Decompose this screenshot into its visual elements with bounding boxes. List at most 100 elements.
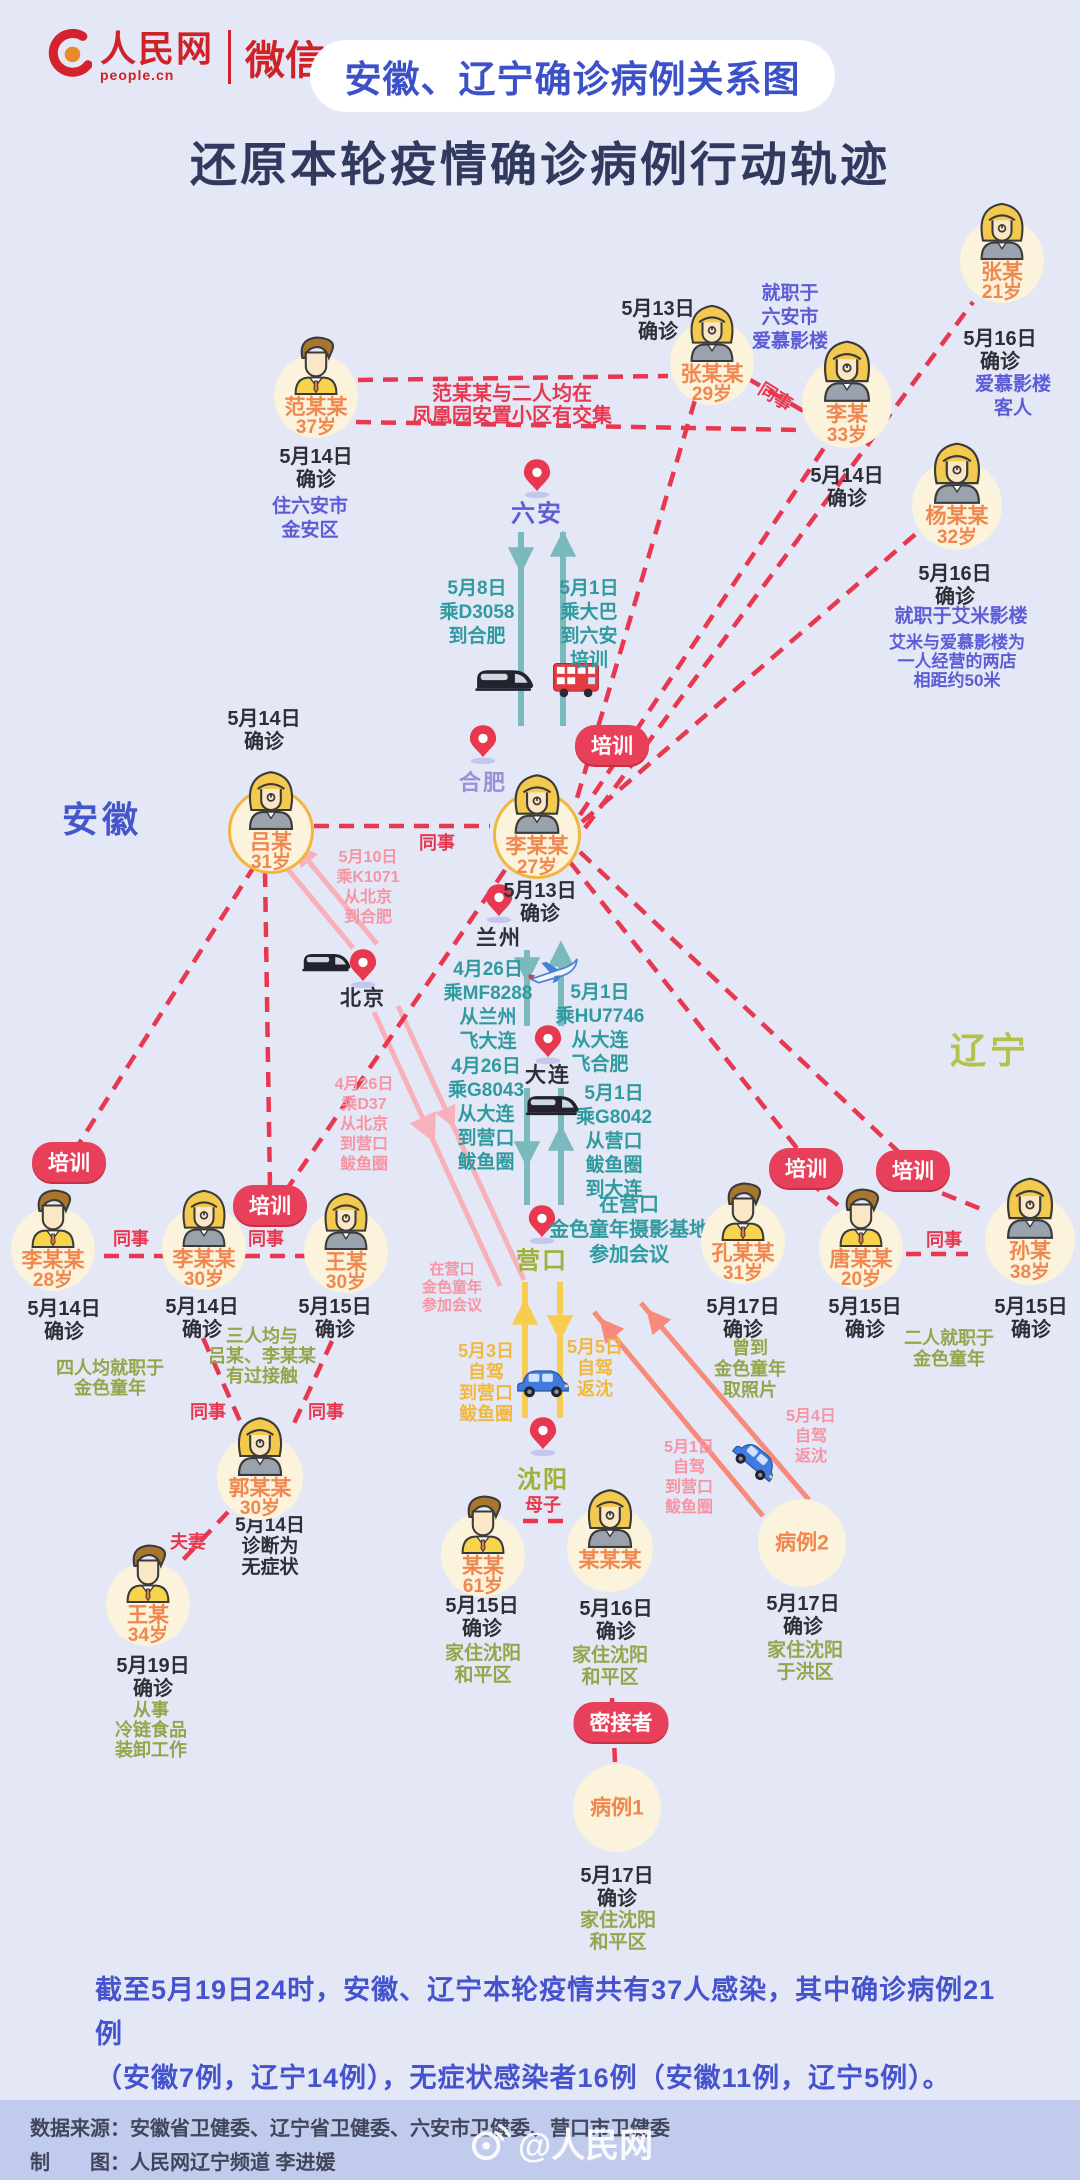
training-badge: 培训 bbox=[769, 1148, 843, 1188]
person-age: 27岁 bbox=[516, 856, 558, 878]
person-name: 郭某某 bbox=[228, 1476, 292, 1500]
logo-cn: 人民网 bbox=[100, 28, 215, 69]
avatar-male-icon bbox=[19, 1181, 87, 1249]
avatar-male-icon bbox=[827, 1180, 895, 1248]
person-name: 唐某某 bbox=[829, 1247, 893, 1271]
avatar-female-icon bbox=[575, 1479, 645, 1549]
note-moumoumou: 家住沈阳和平区 bbox=[571, 1645, 649, 1688]
route-drive0501: 5月1日自驾到营口鲅鱼圈 bbox=[664, 1439, 714, 1516]
date-yang32: 5月16日确诊 bbox=[918, 563, 992, 608]
person-name: 杨某某 bbox=[925, 504, 989, 528]
note-zhang29: 就职于六安市爱慕影楼 bbox=[751, 283, 829, 352]
person-age: 31岁 bbox=[250, 852, 292, 874]
person-name: 李某某 bbox=[21, 1248, 85, 1272]
relationship-label: 同事 bbox=[926, 1230, 962, 1250]
person-age: 29岁 bbox=[691, 383, 733, 405]
date-zhang29: 5月13日确诊 bbox=[621, 298, 695, 343]
avatar-female-icon bbox=[225, 1407, 295, 1477]
note-goldchild4: 四人均就职于金色童年 bbox=[56, 1358, 164, 1398]
city-label: 合肥 bbox=[458, 770, 508, 795]
date-li28: 5月14日确诊 bbox=[27, 1298, 101, 1343]
people-cn-logo-mark bbox=[48, 28, 92, 77]
note-fan: 住六安市金安区 bbox=[271, 496, 349, 541]
date-li27: 5月13日确诊 bbox=[503, 880, 577, 925]
note-yang32a: 就职于艾米影楼 bbox=[894, 606, 1028, 627]
person-name: 李某 bbox=[826, 402, 868, 426]
region-label: 辽宁 bbox=[949, 1030, 1031, 1071]
person-circle bbox=[758, 1499, 846, 1587]
avatar-female-icon bbox=[921, 432, 994, 505]
relationship-label: 同事 bbox=[113, 1229, 149, 1249]
note-yang32b: 艾米与爱慕影楼为一人经营的两店相距约50米 bbox=[889, 633, 1025, 690]
training-badge: 培训 bbox=[575, 725, 649, 765]
region-label: 安徽 bbox=[61, 799, 143, 840]
avatar-male-icon bbox=[449, 1487, 517, 1555]
avatar-female-icon bbox=[994, 1167, 1067, 1240]
city-label: 兰州 bbox=[476, 927, 522, 950]
training-badge: 培训 bbox=[876, 1150, 950, 1190]
person-name: 王某 bbox=[325, 1250, 367, 1274]
person-name: 病例1 bbox=[590, 1796, 644, 1820]
watermark-text: @人民网 bbox=[518, 2127, 654, 2165]
note-yingkou-meeting: 在营口金色童年摄影基地参加会议 bbox=[549, 1194, 709, 1266]
date-li33: 5月14日确诊 bbox=[810, 465, 884, 510]
footer-credit: 制 图：人民网辽宁频道 李进媛 bbox=[30, 2152, 336, 2174]
person-age: 30岁 bbox=[325, 1271, 367, 1293]
logo-en: people.cn bbox=[100, 67, 175, 83]
person-name: 张某 bbox=[981, 260, 1023, 284]
person-age: 31岁 bbox=[722, 1262, 764, 1284]
note-kong31: 曾到金色童年取照片 bbox=[714, 1338, 786, 1400]
logo-divider bbox=[228, 30, 232, 84]
person-circle bbox=[573, 1764, 661, 1852]
avatar-male-icon bbox=[114, 1536, 182, 1604]
date-wang34: 5月19日确诊 bbox=[116, 1655, 190, 1700]
person-name: 李某某 bbox=[172, 1247, 236, 1271]
date-mou61: 5月15日确诊 bbox=[445, 1595, 519, 1640]
avatar-female-icon bbox=[236, 761, 306, 831]
person-age: 20岁 bbox=[840, 1268, 882, 1290]
date-zhang21: 5月16日确诊 bbox=[963, 328, 1037, 373]
city-label: 北京 bbox=[340, 987, 386, 1010]
relationship-label: 同事 bbox=[419, 833, 455, 853]
relationship-label: 夫妻 bbox=[170, 1532, 206, 1552]
date-li30: 5月14日确诊 bbox=[165, 1296, 239, 1341]
note-case2: 家住沈阳于洪区 bbox=[766, 1640, 844, 1683]
person-node-case-1: 病例1 bbox=[573, 1764, 661, 1852]
person-age: 34岁 bbox=[127, 1624, 169, 1646]
person-age: 33岁 bbox=[826, 425, 868, 447]
avatar-female-icon bbox=[811, 330, 884, 403]
page-title: 还原本轮疫情确诊病例行动轨迹 bbox=[190, 138, 890, 191]
summary-line-2: （安徽7例，辽宁14例），无症状感染者16例（安徽11例，辽宁5例）。 bbox=[95, 2063, 951, 2093]
people-cn-logo-text: 人民网 people.cn bbox=[100, 28, 215, 84]
avatar-female-icon bbox=[312, 1183, 380, 1251]
note-yingkou-meeting2: 在营口金色童年参加会议 bbox=[421, 1261, 483, 1314]
person-age: 30岁 bbox=[183, 1268, 225, 1290]
person-age: 30岁 bbox=[239, 1498, 281, 1520]
person-age: 61岁 bbox=[462, 1575, 504, 1597]
note-wang34: 从事冷链食品装卸工作 bbox=[115, 1700, 187, 1760]
avatar-male-icon bbox=[282, 328, 350, 396]
route-drive0504: 5月4日自驾返沈 bbox=[786, 1408, 836, 1465]
relationship-label: 同事 bbox=[754, 378, 797, 415]
date-moumoumou: 5月16日确诊 bbox=[579, 1598, 653, 1643]
footer-bar: 数据来源：安徽省卫健委、辽宁省卫健委、六安市卫健委、营口市卫健委 制 图：人民网… bbox=[0, 2100, 1080, 2180]
date-wang30: 5月15日确诊 bbox=[298, 1296, 372, 1341]
avatar-female-icon bbox=[968, 193, 1036, 261]
person-node-case-2: 病例2 bbox=[758, 1499, 846, 1587]
relationship-label: 母子 bbox=[525, 1495, 561, 1515]
person-age: 28岁 bbox=[32, 1269, 74, 1291]
person-name: 病例2 bbox=[775, 1531, 829, 1555]
